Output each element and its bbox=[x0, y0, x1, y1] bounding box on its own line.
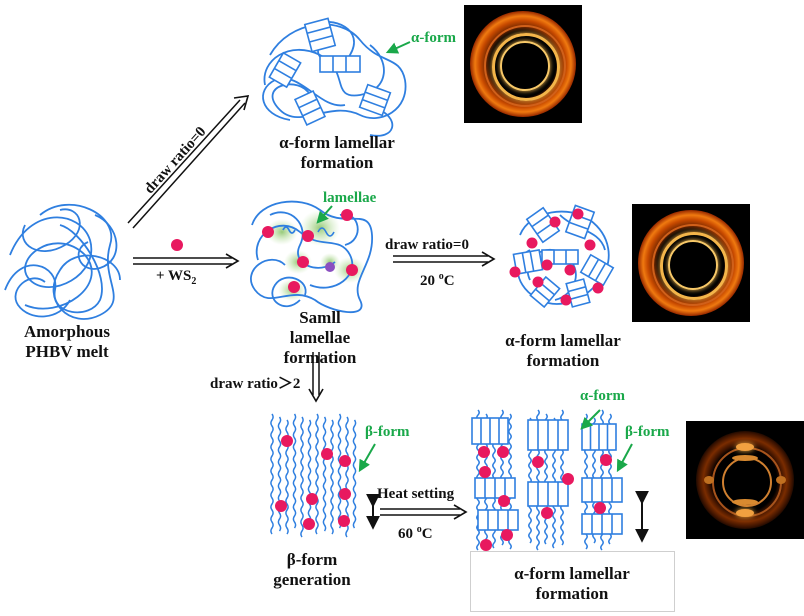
bottom-lamella bbox=[471, 417, 509, 445]
mid-temp-unit: C bbox=[443, 273, 455, 289]
top-alpha-pointer bbox=[385, 41, 411, 54]
mid-temp-label: 20 oC bbox=[420, 267, 455, 291]
lamellae-label: lamellae bbox=[323, 190, 377, 206]
small-line3: formation bbox=[283, 348, 357, 367]
lamellae-pointer bbox=[316, 205, 333, 224]
bottom-lamellae bbox=[471, 417, 623, 535]
beta-chain bbox=[300, 416, 304, 538]
heat-temp-label: 60 oC bbox=[398, 520, 433, 544]
beta-pointer bbox=[358, 443, 376, 473]
ws2-subscript: 2 bbox=[191, 276, 197, 287]
xray-pattern-bottom bbox=[686, 421, 804, 539]
heat-setting-arrow bbox=[380, 504, 468, 520]
mid-temp-value: 20 bbox=[420, 273, 439, 289]
bottom-alpha-pointer bbox=[580, 409, 601, 430]
mid-title-line2: formation bbox=[526, 351, 600, 370]
bottom-title-line2: formation bbox=[535, 584, 609, 603]
beta-chain bbox=[322, 416, 327, 532]
beta-chain bbox=[330, 419, 334, 535]
beta-form-particles bbox=[275, 435, 351, 530]
ws2-nanoparticle-legend bbox=[171, 239, 183, 251]
heat-temp-unit: C bbox=[421, 526, 433, 542]
mid-draw-arrow bbox=[393, 251, 496, 267]
ws2-label: + WS2 bbox=[156, 266, 196, 292]
down-draw-label: draw ratio＞2 bbox=[210, 376, 301, 392]
draw-ratio-diagonal-arrow bbox=[127, 95, 250, 229]
bottom-beta-form-label: β-form bbox=[625, 424, 670, 440]
small-line1: Samll bbox=[299, 308, 341, 327]
heat-temp-value: 60 bbox=[398, 526, 417, 542]
top-alpha-lamellae bbox=[268, 17, 392, 126]
mid-alpha-particles bbox=[509, 208, 604, 306]
mid-title-line1: α-form lamellar bbox=[505, 331, 621, 350]
beta-title: β-form generation bbox=[262, 550, 362, 590]
xray-pattern-top bbox=[464, 5, 582, 123]
top-alpha-form-label: α-form bbox=[411, 30, 457, 46]
amorphous-melt-tangle bbox=[4, 204, 121, 320]
beta-title-line1: β-form bbox=[286, 550, 338, 569]
small-line2: lamellae bbox=[289, 328, 351, 347]
bottom-lamella bbox=[477, 509, 519, 531]
amorphous-line1: Amorphous bbox=[24, 322, 110, 341]
top-title: α-form lamellar formation bbox=[262, 133, 412, 173]
amorphous-label: Amorphous PHBV melt bbox=[12, 322, 122, 362]
beta-chain bbox=[292, 413, 297, 529]
bottom-lamella bbox=[474, 477, 516, 499]
small-lamellae-title: Samll lamellae formation bbox=[280, 308, 360, 368]
bottom-beta-pointer bbox=[616, 443, 633, 473]
bottom-alpha-form-label: α-form bbox=[580, 388, 626, 404]
bottom-lamella bbox=[581, 423, 617, 451]
beta-form-label: β-form bbox=[365, 424, 410, 440]
bottom-particles bbox=[478, 446, 612, 551]
top-title-line1: α-form lamellar bbox=[279, 133, 395, 152]
bottom-lamella bbox=[581, 477, 623, 503]
bottom-lamella bbox=[581, 513, 623, 535]
bottom-title: α-form lamellar formation bbox=[480, 564, 664, 604]
beta-chain bbox=[277, 416, 282, 532]
bottom-lamella bbox=[527, 481, 569, 507]
heat-setting-label: Heat setting bbox=[377, 486, 455, 502]
beta-chain bbox=[270, 413, 274, 535]
heat-temp-degree: o bbox=[416, 524, 422, 535]
xray-pattern-middle bbox=[632, 204, 750, 322]
bottom-title-box bbox=[470, 551, 675, 612]
small-lamellae-particles bbox=[262, 209, 358, 293]
beta-chain bbox=[307, 419, 312, 529]
ws2-prefix: + WS bbox=[156, 268, 192, 284]
beta-title-line2: generation bbox=[273, 570, 351, 589]
beta-chain bbox=[352, 419, 357, 529]
mid-draw-label: draw ratio=0 bbox=[385, 237, 469, 253]
ws2-arrow bbox=[133, 253, 240, 269]
amorphous-line2: PHBV melt bbox=[25, 342, 109, 361]
bottom-title-line1: α-form lamellar bbox=[514, 564, 630, 583]
down-draw-arrow bbox=[308, 352, 324, 403]
top-title-line2: formation bbox=[300, 153, 374, 172]
beta-chain bbox=[337, 413, 342, 529]
bottom-lamella bbox=[527, 419, 569, 451]
beta-chain bbox=[315, 413, 319, 535]
mid-temp-degree: o bbox=[438, 271, 444, 282]
mid-title: α-form lamellar formation bbox=[488, 331, 638, 371]
